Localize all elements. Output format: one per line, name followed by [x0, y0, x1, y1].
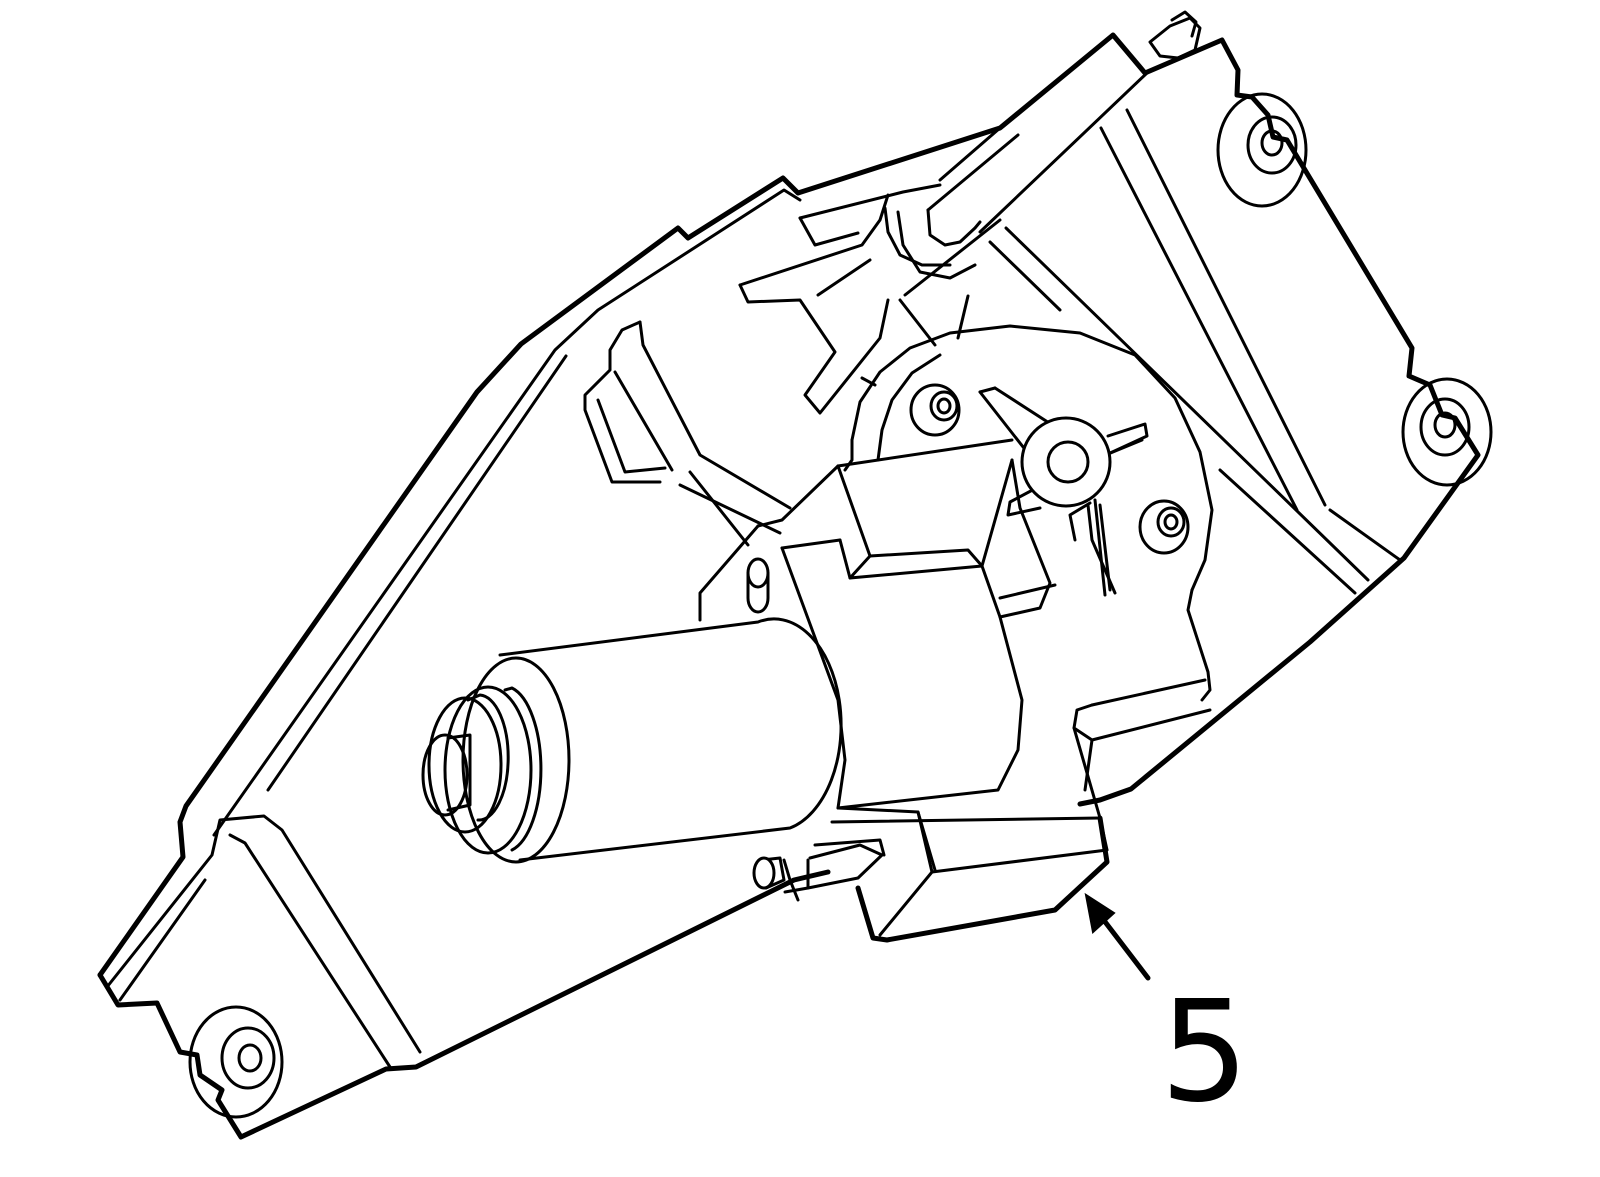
- top-mounting-stud: [1148, 10, 1202, 60]
- linkage-arm: [738, 133, 1020, 415]
- mounting-bushing-top-right: [1216, 92, 1308, 208]
- electrical-connector: [782, 815, 1110, 943]
- gearbox-screw-left: [909, 383, 961, 437]
- motor-housing-block: [698, 438, 1109, 874]
- mounting-bushing-right: [1401, 377, 1493, 487]
- motor-stud-upper: [746, 557, 770, 614]
- bracket-arm-left: [583, 320, 792, 547]
- gearbox-housing: [843, 324, 1214, 820]
- callout-arrowhead: [1084, 892, 1116, 934]
- mounting-bushing-bottom-left: [188, 1005, 284, 1119]
- gearbox-screw-right: [1138, 499, 1190, 555]
- callout-label: 5: [1160, 971, 1249, 1134]
- motor-stud-lower: [752, 856, 786, 890]
- mounting-bracket: [97, 32, 1481, 1140]
- callout-5: 5: [1084, 892, 1249, 1134]
- output-shaft-crank: [978, 386, 1149, 597]
- electric-motor: [421, 617, 843, 864]
